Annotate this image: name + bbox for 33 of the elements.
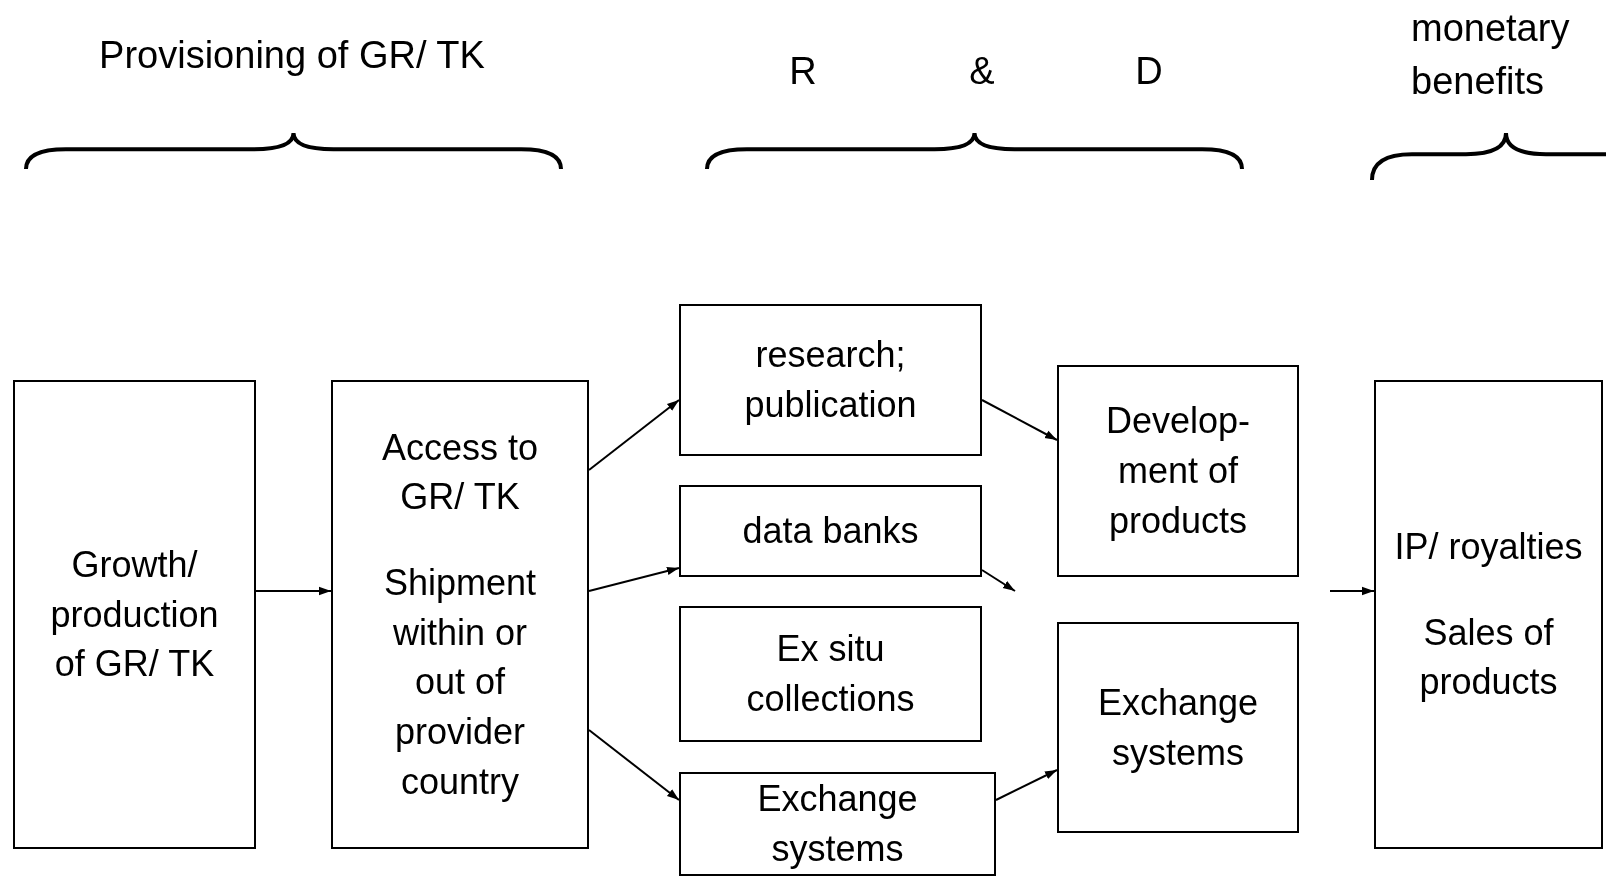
box-text: Ex situ collections	[745, 627, 916, 721]
box-text: Exchange systems	[1096, 680, 1260, 775]
arrow	[995, 769, 1058, 801]
heading-text: D	[1135, 49, 1163, 95]
box-text: Develop- ment of products	[1104, 399, 1252, 543]
box-text: data banks	[742, 509, 919, 554]
arrow	[981, 569, 1016, 592]
box-text: research; publication	[743, 333, 918, 427]
heading-text: &	[969, 49, 995, 95]
heading-text: monetary benefits	[1411, 5, 1571, 104]
box-text: Growth/ production of GR/ TK	[49, 543, 220, 687]
heading-text: Provisioning of GR/ TK	[99, 33, 485, 79]
process-box	[679, 485, 982, 577]
process-box	[679, 304, 982, 456]
process-box	[331, 380, 589, 849]
process-box	[1057, 622, 1299, 833]
box-text: IP/ royalties	[1394, 525, 1583, 569]
process-box	[679, 606, 982, 742]
process-box	[1374, 380, 1603, 849]
box-text: Exchange systems	[756, 777, 919, 871]
heading-text: R	[789, 49, 817, 95]
box-text: Shipment within or out of provider country	[382, 561, 538, 804]
arrow	[1329, 586, 1375, 596]
process-box	[679, 772, 996, 876]
arrow	[255, 586, 332, 596]
process-box	[13, 380, 256, 849]
arrow	[588, 399, 680, 471]
box-text: Access to GR/ TK	[380, 425, 540, 520]
arrow	[588, 566, 680, 592]
box-text: Sales of products	[1418, 610, 1559, 705]
process-box	[1057, 365, 1299, 577]
arrow	[588, 729, 680, 801]
arrow	[981, 399, 1058, 441]
